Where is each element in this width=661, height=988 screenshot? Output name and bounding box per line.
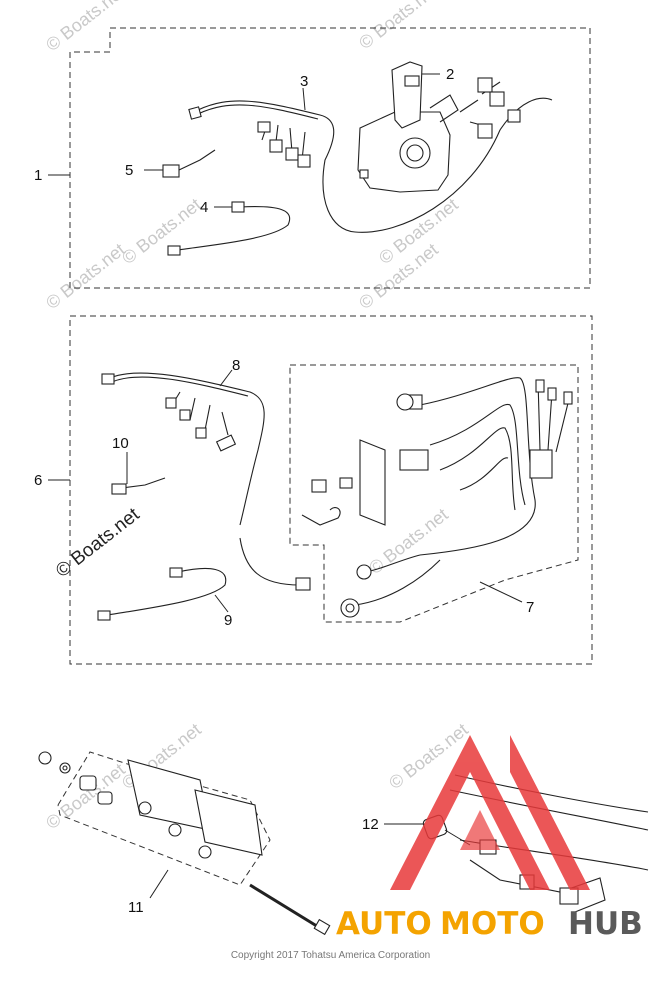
lead-wire-9	[97, 567, 229, 621]
lead-wire-10	[111, 452, 166, 495]
callout-4: 4	[200, 199, 208, 216]
watermark-text: © Boats.net	[355, 0, 442, 53]
group-1-boundary	[69, 27, 591, 289]
logo-auto: AUTO	[336, 906, 432, 942]
logo-mark-icon	[390, 735, 590, 890]
group-1: 1 2 3 4 5	[34, 27, 591, 289]
callout-2: 2	[446, 66, 454, 83]
group-11-boundary	[57, 751, 271, 886]
callout-7: 7	[526, 599, 534, 616]
callout-5: 5	[125, 162, 133, 179]
copyright-text: Copyright 2017 Tohatsu America Corporati…	[230, 950, 431, 961]
callout-11: 11	[128, 899, 144, 916]
group-6-boundary	[69, 315, 593, 665]
remote-control-box	[357, 61, 459, 193]
logo-moto: MOTO	[440, 906, 545, 942]
callout-1: 1	[34, 167, 42, 184]
watermark-text: © Boats.net	[42, 759, 129, 833]
callout-12: 12	[362, 816, 379, 833]
callout-9: 9	[224, 612, 232, 629]
group-6: 6 7 8 9 10	[34, 315, 593, 665]
connector-5	[162, 149, 216, 178]
watermark-text: © Boats.net	[118, 194, 205, 268]
main-harness-7	[301, 377, 573, 618]
callout-10: 10	[112, 435, 129, 452]
harness-3	[188, 77, 553, 233]
bushing-group: 12	[362, 774, 649, 913]
logo-hub: HUB	[568, 906, 643, 942]
automotohub-logo: AUTO MOTO HUB	[336, 735, 643, 942]
harness-8	[101, 372, 311, 591]
callout-3: 3	[300, 73, 308, 90]
mount-bracket-group: 11	[38, 751, 331, 936]
watermark-text: © Boats.net	[42, 239, 129, 313]
callout-8: 8	[232, 357, 240, 374]
group-7-boundary	[289, 364, 579, 623]
callout-6: 6	[34, 472, 42, 489]
watermark-text-bold: © Boats.net	[52, 504, 144, 582]
